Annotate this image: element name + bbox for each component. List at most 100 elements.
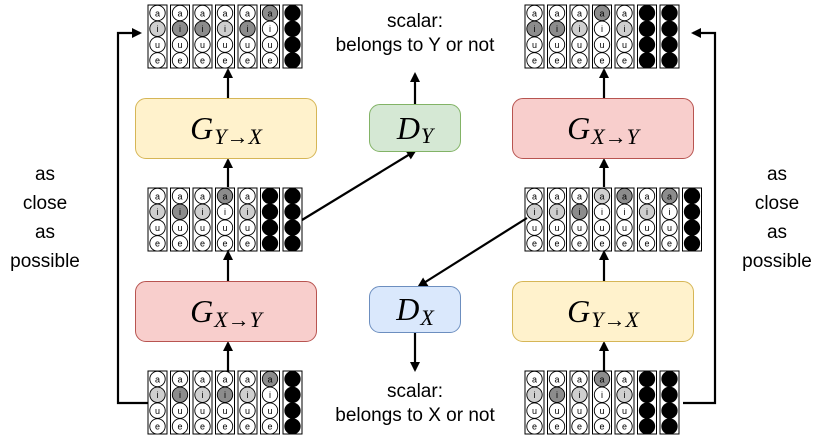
phoneme-letter: i (624, 390, 626, 400)
phoneme-letter: a (200, 8, 205, 18)
phoneme-letter: a (554, 8, 559, 18)
box-subscript: Y→X (214, 123, 262, 149)
arrow-mid-left-to-dy (301, 149, 417, 221)
phoneme-letter: i (179, 207, 181, 217)
phoneme-cell (593, 235, 611, 252)
box-symbol: G (567, 293, 591, 329)
phoneme-letter: i (269, 390, 271, 400)
phoneme-cell (638, 402, 656, 419)
phoneme-letter: u (222, 223, 227, 233)
phoneme-cell (261, 219, 279, 236)
phoneme-cell (616, 52, 633, 69)
side-left-line: as (34, 222, 56, 243)
phoneme-letter: a (644, 191, 649, 201)
phoneme-letter: e (577, 422, 582, 432)
phoneme-letter: e (222, 56, 227, 66)
phoneme-letter: u (200, 406, 205, 416)
phoneme-letter: e (155, 56, 160, 66)
phoneme-letter: u (577, 40, 582, 50)
phoneme-letter: i (579, 207, 581, 217)
matrices-layer: aiueaiueaiueaiueaiueaiueaiueaiueaiueaiue… (147, 4, 702, 435)
phoneme-letter: e (577, 239, 582, 249)
box-subscript: X (420, 304, 434, 330)
phoneme-cell (616, 235, 633, 252)
phoneme-letter: u (155, 406, 160, 416)
phoneme-letter: u (222, 406, 227, 416)
box-subscript: Y (420, 123, 434, 148)
phoneme-letter: i (579, 390, 581, 400)
phoneme-letter: u (599, 223, 604, 233)
phoneme-cell (149, 52, 166, 69)
phoneme-letter: u (245, 406, 250, 416)
phoneme-letter: u (200, 223, 205, 233)
phoneme-cell (638, 418, 656, 435)
phoneme-cell (261, 418, 279, 435)
phoneme-cell (216, 418, 234, 435)
phoneme-cell (638, 235, 656, 252)
phoneme-cell (194, 235, 211, 252)
phoneme-letter: u (177, 406, 182, 416)
phoneme-letter: u (554, 406, 559, 416)
phoneme-letter: i (202, 390, 204, 400)
phoneme-letter: e (267, 56, 272, 66)
phoneme-letter: e (155, 239, 160, 249)
phoneme-cell (683, 219, 701, 236)
phoneme-cell (548, 418, 566, 435)
phoneme-cell (661, 418, 678, 435)
phoneme-letter: a (177, 191, 182, 201)
box-subscript: X→Y (214, 306, 262, 332)
phoneme-letter: a (267, 374, 272, 384)
side-right-line: close (754, 193, 800, 214)
phoneme-cell (284, 386, 301, 403)
phoneme-letter: i (579, 24, 581, 34)
phoneme-cell (638, 20, 656, 37)
caption-line: belongs to X or not (335, 405, 495, 426)
phoneme-letter: a (622, 8, 627, 18)
right-consistency-label: as close as possible (717, 160, 830, 276)
phoneme-letter: e (532, 56, 537, 66)
top-scalar-caption: scalar: belongs to Y or not (305, 10, 525, 58)
phoneme-cell (661, 36, 678, 53)
box-subscript: X→Y (591, 123, 639, 149)
phoneme-cell (593, 52, 611, 69)
caption-line: scalar: (387, 11, 443, 32)
phoneme-letter: a (200, 374, 205, 384)
side-left-line: close (22, 193, 68, 214)
phoneme-letter: i (556, 24, 558, 34)
phoneme-letter: a (599, 191, 604, 201)
side-right-line: possible (742, 251, 812, 272)
phoneme-letter: a (155, 374, 160, 384)
phoneme-letter: i (247, 24, 249, 34)
phoneme-letter: u (622, 40, 627, 50)
phoneme-letter: a (667, 191, 672, 201)
phoneme-letter: a (532, 191, 537, 201)
phoneme-cell (284, 20, 301, 37)
phoneme-cell (571, 235, 588, 252)
phoneme-letter: i (179, 390, 181, 400)
phoneme-letter: i (157, 24, 159, 34)
phoneme-letter: a (599, 374, 604, 384)
phoneme-letter: a (245, 8, 250, 18)
phoneme-letter: e (200, 239, 205, 249)
phoneme-letter: i (157, 207, 159, 217)
side-right-line: as (766, 164, 788, 185)
left-cycle-arrow (116, 28, 148, 405)
phoneme-letter: i (601, 390, 603, 400)
phoneme-cell (284, 370, 301, 388)
phoneme-letter: e (177, 56, 182, 66)
phoneme-cell (149, 235, 166, 252)
phoneme-letter: i (556, 390, 558, 400)
phoneme-cell (661, 370, 678, 388)
phoneme-cell (284, 52, 301, 69)
phoneme-letter: u (577, 223, 582, 233)
caption-line: scalar: (387, 381, 443, 402)
phoneme-letter: u (155, 223, 160, 233)
phoneme-letter: i (157, 390, 159, 400)
phoneme-cell (261, 52, 279, 69)
phoneme-cell (171, 52, 189, 69)
